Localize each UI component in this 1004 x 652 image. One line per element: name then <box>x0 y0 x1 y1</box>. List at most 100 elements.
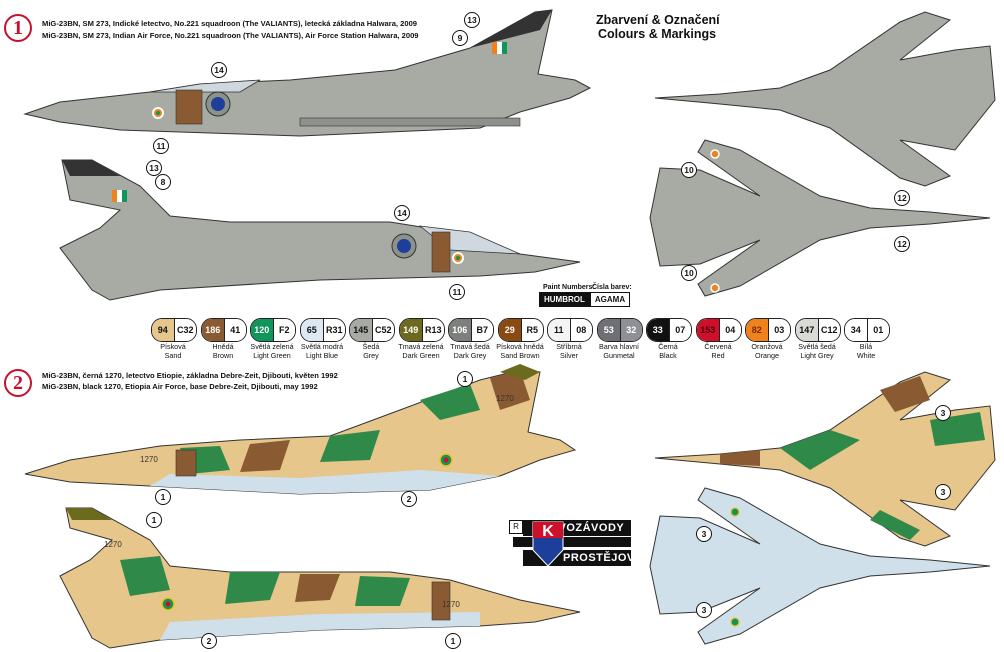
scheme-2-profile-left <box>24 364 577 495</box>
agama-code: R31 <box>322 319 345 341</box>
serial-number: 1270 <box>140 455 158 464</box>
agama-code: R5 <box>520 319 543 341</box>
paint-numbers-label-cz: Čísla barev: <box>592 284 632 291</box>
agama-code: C32 <box>173 319 196 341</box>
callout-marker: 3 <box>696 602 712 618</box>
humbrol-code: 186 <box>202 319 224 341</box>
paint-system-key: HUMBROL AGAMA <box>539 292 631 307</box>
callout-marker: 3 <box>696 526 712 542</box>
humbrol-code: 82 <box>746 319 768 341</box>
humbrol-code: 106 <box>449 319 471 341</box>
paint-numbers-label-en: Paint Numbers: <box>543 284 595 291</box>
callout-marker: 2 <box>401 491 417 507</box>
scheme-2-profile-right <box>59 507 581 649</box>
callout-marker: 2 <box>201 633 217 649</box>
callout-marker: 13 <box>146 160 162 176</box>
callout-marker: 1 <box>155 489 171 505</box>
logo-middle-bar <box>513 537 631 547</box>
callout-marker: 14 <box>211 62 227 78</box>
scheme-2-planform-top <box>654 371 996 547</box>
scheme-1-planform-bottom <box>649 139 991 297</box>
callout-marker: 14 <box>394 205 410 221</box>
callout-marker: 1 <box>146 512 162 528</box>
agama-code: 41 <box>223 319 246 341</box>
humbrol-code: 33 <box>647 319 669 341</box>
agama-label: AGAMA <box>589 292 631 307</box>
humbrol-code: 145 <box>350 319 372 341</box>
agama-code: 08 <box>569 319 592 341</box>
callout-marker: 13 <box>464 12 480 28</box>
scheme-1-profile-left <box>23 9 592 137</box>
scheme-1-profile-right <box>59 159 581 301</box>
agama-code: F2 <box>272 319 295 341</box>
humbrol-code: 11 <box>548 319 570 341</box>
humbrol-code: 34 <box>845 319 867 341</box>
callout-marker: 12 <box>894 190 910 206</box>
agama-code: R13 <box>421 319 444 341</box>
agama-code: 01 <box>866 319 889 341</box>
logo-mark-letter: K <box>542 523 554 540</box>
agama-code: C12 <box>817 319 840 341</box>
humbrol-code: 65 <box>301 319 323 341</box>
agama-code: 03 <box>767 319 790 341</box>
callout-marker: 12 <box>894 236 910 252</box>
scheme-1-number: 1 <box>4 14 32 42</box>
scheme-2-number: 2 <box>4 369 32 397</box>
callout-marker: 1 <box>445 633 461 649</box>
callout-marker: 10 <box>681 265 697 281</box>
serial-number: 1270 <box>104 540 122 549</box>
scheme-1-caption-en: MiG-23BN, SM 273, Indian Air Force, No.2… <box>42 31 419 40</box>
humbrol-code: 29 <box>499 319 521 341</box>
scheme-1-caption-cz: MiG-23BN, SM 273, Indické letectvo, No.2… <box>42 19 418 28</box>
humbrol-code: 149 <box>400 319 422 341</box>
humbrol-code: 147 <box>796 319 818 341</box>
kovozavody-logo: R KOVOZÁVODY PROSTĚJOV K <box>509 520 639 568</box>
callout-marker: 10 <box>681 162 697 178</box>
callout-marker: 1 <box>457 371 473 387</box>
serial-number: 1270 <box>496 394 514 403</box>
humbrol-code: 53 <box>598 319 620 341</box>
humbrol-code: 120 <box>251 319 273 341</box>
page-title-cz: Zbarvení & Označení <box>596 13 720 27</box>
callout-marker: 3 <box>935 484 951 500</box>
callout-marker: 11 <box>449 284 465 300</box>
scheme-2-caption-en: MiG-23BN, black 1270, Etiopia Air Force,… <box>42 382 318 391</box>
scheme-2-planform-bottom <box>649 487 991 645</box>
humbrol-code: 153 <box>697 319 719 341</box>
humbrol-code: 94 <box>152 319 174 341</box>
scheme-2-caption-cz: MiG-23BN, černá 1270, letectvo Etiopie, … <box>42 371 338 380</box>
agama-code: C52 <box>371 319 394 341</box>
agama-code: 07 <box>668 319 691 341</box>
callout-marker: 8 <box>155 174 171 190</box>
logo-corner-mark: R <box>509 520 523 534</box>
agama-code: 32 <box>619 319 642 341</box>
